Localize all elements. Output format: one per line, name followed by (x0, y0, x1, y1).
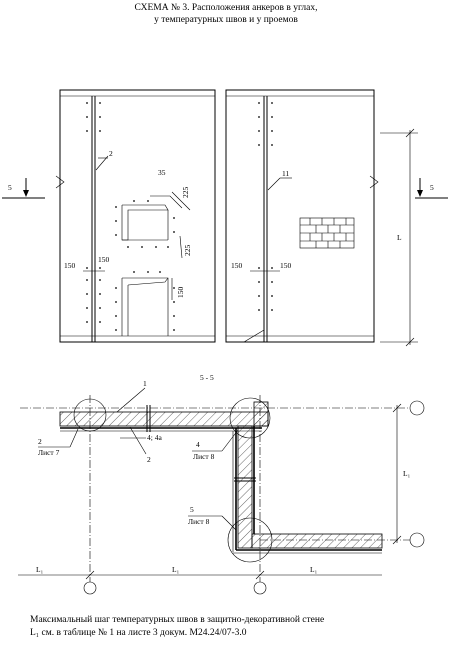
ref-4-number: 4 (196, 440, 200, 449)
section-label-right: 5 (430, 183, 434, 192)
ref-5-sheet: Лист 8 (188, 517, 210, 526)
callout-4-4a: 4; 4а (147, 433, 162, 442)
dim-L1-bottom-a: L₁ (36, 565, 44, 574)
brick-pattern-symbol (299, 217, 355, 249)
anchor-marks-column (86, 102, 101, 323)
ref-2-number: 2 (38, 437, 42, 446)
dim-225-top: 225 (181, 187, 190, 199)
dim-L: L (397, 233, 402, 242)
callout-2: 2 (109, 149, 113, 158)
dim-150-c: 150 (231, 261, 243, 270)
dim-150-vert: 150 (176, 287, 185, 299)
drawing-title: СХЕМА № 3. Расположения анкеров в углах,… (0, 2, 452, 26)
window-opening-upper (115, 195, 183, 248)
dim-L1-vertical: L₁ (403, 469, 411, 478)
footnote: Максимальный шаг температурных швов в за… (30, 614, 324, 640)
title-line-1: СХЕМА № 3. Расположения анкеров в углах, (134, 3, 318, 13)
dim-150-a: 150 (64, 261, 76, 270)
footnote-line-1: Максимальный шаг температурных швов в за… (30, 615, 325, 625)
title-line-2: у температурных швов и у проемов (154, 15, 298, 25)
callout-1: 1 (143, 379, 147, 388)
section-marker-left (2, 178, 45, 199)
footnote-line-2: L₁ см. в таблице № 1 на листе 3 докум. М… (30, 628, 247, 638)
ref-4-sheet: Лист 8 (193, 452, 215, 461)
dim-150-b: 150 (98, 255, 110, 264)
dim-225-bottom: 225 (183, 245, 192, 257)
section-5-5-plan (18, 387, 425, 595)
dim-L1-bottom-b: L₁ (172, 565, 180, 574)
window-opening-lower (115, 271, 175, 336)
section-marker-right (415, 178, 448, 199)
dim-150-d: 150 (280, 261, 292, 270)
ref-5-number: 5 (190, 505, 194, 514)
left-wall-elevation (55, 89, 216, 343)
section-title: 5 - 5 (200, 373, 214, 382)
section-label-left: 5 (8, 183, 12, 192)
callout-2b: 2 (147, 455, 151, 464)
ref-2-sheet: Лист 7 (38, 448, 60, 457)
callout-11: 11 (282, 169, 289, 178)
dim-L1-bottom-c: L₁ (310, 565, 318, 574)
dim-35: 35 (158, 168, 166, 177)
right-wall-elevation (225, 89, 418, 347)
